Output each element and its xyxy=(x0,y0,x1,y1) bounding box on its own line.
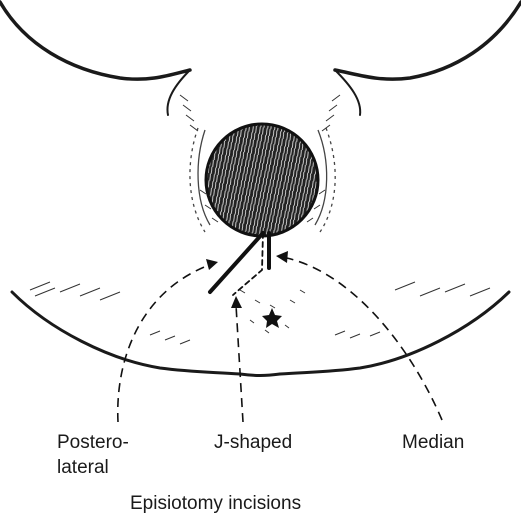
anus-mark xyxy=(262,308,282,328)
thigh-outline xyxy=(0,2,521,115)
right-buttock-outline xyxy=(280,292,509,374)
j-shaped-leader xyxy=(236,305,243,422)
left-buttock-outline xyxy=(12,292,240,374)
label-posterolateral-line2: lateral xyxy=(57,457,109,479)
label-median: Median xyxy=(402,432,464,454)
label-j-shaped: J-shaped xyxy=(214,432,292,454)
buttocks-outline xyxy=(12,292,509,376)
j-shaped-arrow xyxy=(231,296,242,308)
gluteal-cleft xyxy=(240,374,280,376)
right-inner-thigh xyxy=(335,70,360,115)
incisions xyxy=(210,233,269,295)
posterolateral-incision xyxy=(210,233,263,292)
label-posterolateral-line1: Postero- xyxy=(57,432,129,454)
posterolateral-arrow xyxy=(206,259,218,270)
median-leader xyxy=(282,257,442,420)
figure-caption: Episiotomy incisions xyxy=(130,493,301,515)
median-arrow xyxy=(276,251,288,263)
left-thigh-outline xyxy=(0,2,190,79)
fetal-head xyxy=(206,124,318,236)
arrowheads xyxy=(206,251,288,308)
posterolateral-leader xyxy=(118,264,212,422)
right-thigh-outline xyxy=(335,2,521,79)
